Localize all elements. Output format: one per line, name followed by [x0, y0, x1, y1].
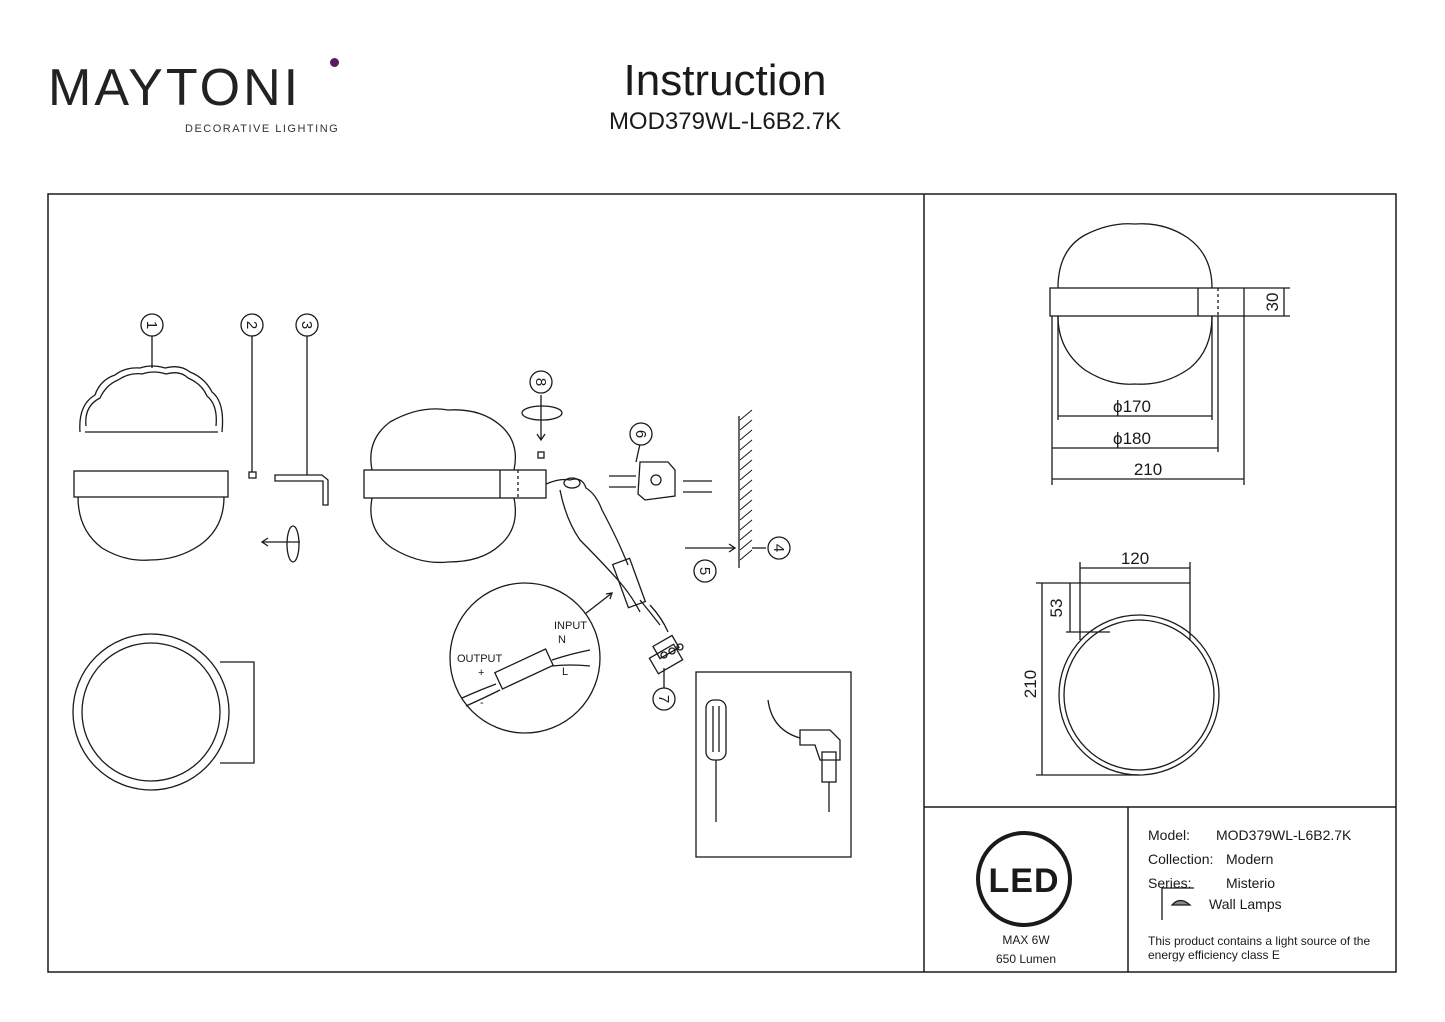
driver-n-label: N: [558, 634, 566, 646]
collection-value: Modern: [1226, 851, 1274, 867]
callout-1: [140, 313, 164, 337]
callout-3-label: 3: [298, 321, 315, 329]
callout-1-label: 1: [143, 321, 160, 329]
wall-hatch: [739, 409, 753, 561]
side-view-lower: [1057, 315, 1213, 385]
dim-53: 53: [1047, 599, 1066, 618]
driver-output-label: OUTPUT: [457, 653, 503, 665]
part-diffuser: [77, 496, 225, 561]
callout-4-label: 4: [770, 544, 787, 552]
cable: [545, 478, 629, 566]
assembled-lamp: [363, 408, 547, 564]
front-view-circle: [1058, 614, 1220, 776]
callout-6: [629, 422, 653, 446]
callout-8-label: 8: [532, 378, 549, 386]
callout-6-label: 6: [632, 430, 649, 438]
dim-210-width: 210: [1134, 460, 1162, 479]
part-ring: [73, 470, 229, 498]
callout-8: [529, 370, 553, 394]
model-value: MOD379WL-L6B2.7K: [1216, 827, 1352, 843]
page-title: Instruction: [623, 56, 827, 105]
brand-tagline: DECORATIVE LIGHTING: [185, 123, 340, 135]
callout-2: [240, 313, 264, 337]
callout-5: [693, 559, 717, 583]
series-label: Series:: [1148, 875, 1192, 891]
callout-7-label: 7: [655, 695, 672, 703]
callout-3: [295, 313, 319, 337]
led-badge: LED: [989, 862, 1060, 900]
part-screw: [248, 471, 257, 479]
callout-7: [652, 687, 676, 711]
dim-30: 30: [1263, 293, 1282, 312]
side-view-upper: [1057, 223, 1213, 289]
led-lumen: 650 Lumen: [995, 952, 1057, 966]
series-value: Misterio: [1226, 875, 1276, 891]
part-shade: [79, 365, 224, 433]
led-badge-ring: [976, 831, 1072, 927]
callout-4: [767, 536, 791, 560]
driver-plus-label: +: [478, 667, 484, 679]
energy-note-line1: This product contains a light source of …: [1148, 934, 1371, 948]
dim-210-height: 210: [1021, 670, 1040, 698]
category-value: Wall Lamps: [1209, 896, 1282, 912]
model-label: Model:: [1148, 827, 1191, 843]
tools-box: [695, 671, 852, 858]
outer-frame: [47, 193, 1397, 973]
dim-180: ϕ180: [1113, 429, 1151, 448]
led-power: MAX 6W: [1002, 933, 1050, 947]
dim-120: 120: [1121, 549, 1149, 568]
driver-minus-label: -: [480, 697, 484, 709]
part-hex-key: [274, 474, 329, 506]
brand-logo: MAYTONI: [48, 59, 302, 117]
driver: [611, 557, 647, 609]
dim-170: ϕ170: [1113, 397, 1151, 416]
driver-input-label: INPUT: [554, 620, 587, 632]
model-code: MOD379WL-L6B2.7K: [608, 108, 842, 135]
mounting-bracket: [609, 461, 712, 501]
wall-lamp-icon: [1161, 887, 1194, 920]
energy-note-line2: energy efficiency class E: [1148, 948, 1280, 962]
front-view-ring: [72, 633, 230, 791]
callout-2-label: 2: [243, 321, 260, 329]
callout-5-label: 5: [696, 567, 713, 575]
collection-label: Collection:: [1148, 851, 1214, 867]
driver-detail: [449, 582, 601, 734]
driver-l-label: L: [562, 666, 568, 678]
brand-logo-dot: [330, 58, 339, 67]
terminal-block: [648, 634, 684, 675]
